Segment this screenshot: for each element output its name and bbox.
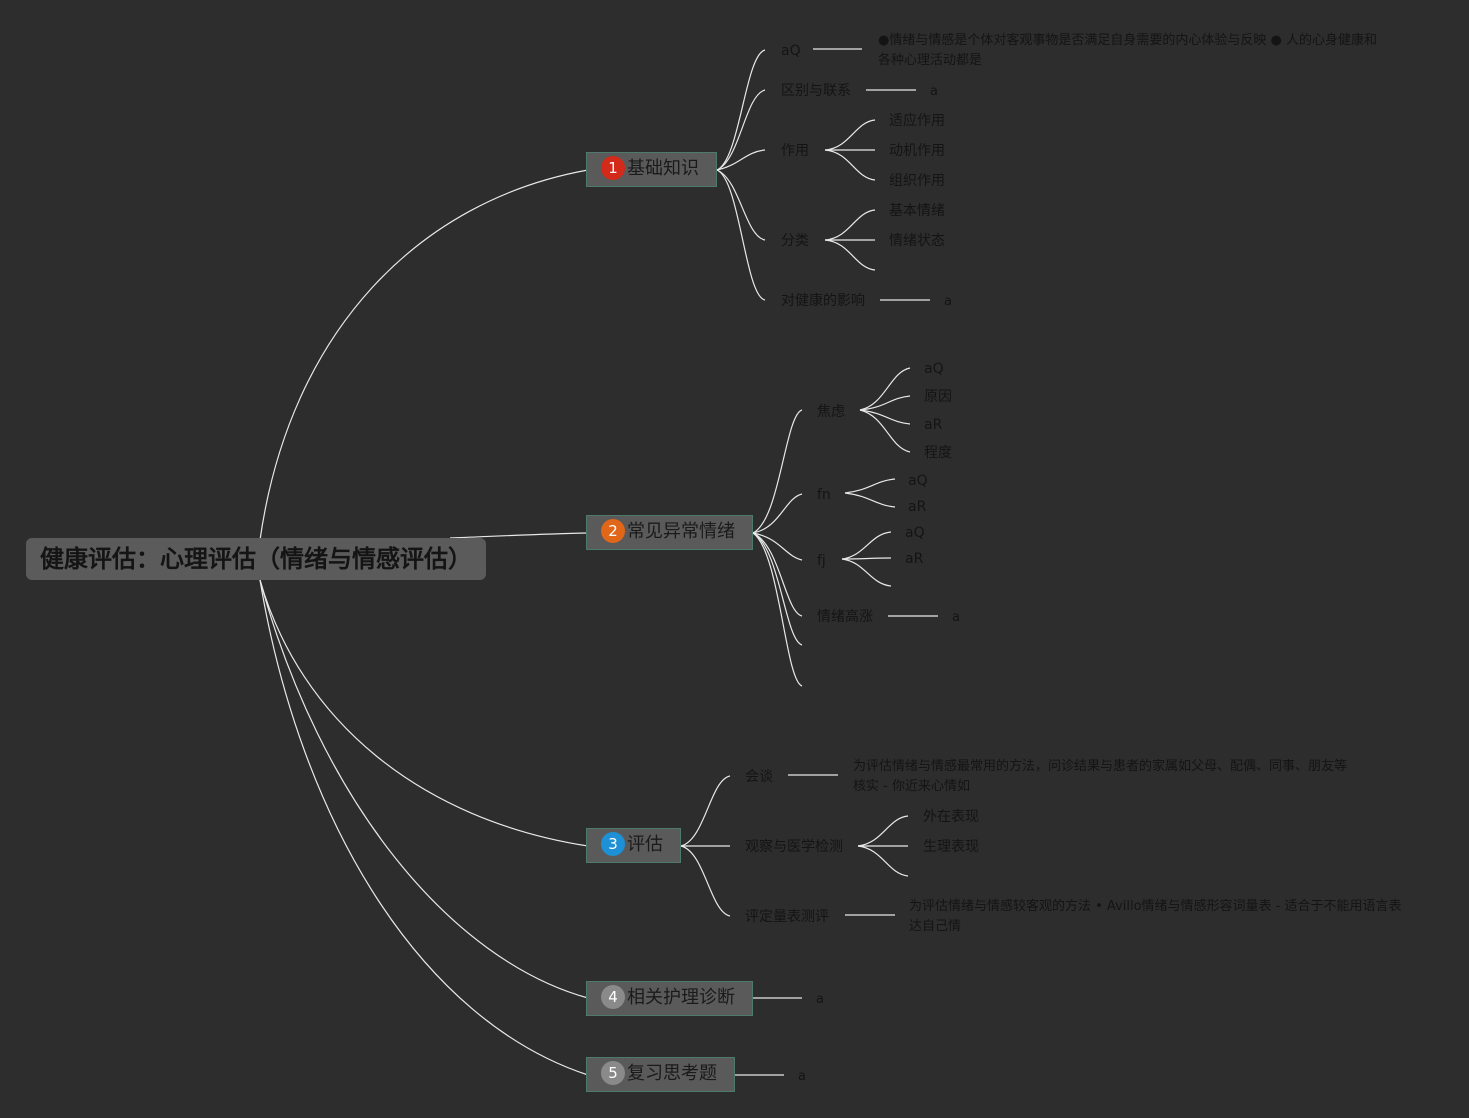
- subtopic-label[interactable]: 原因: [924, 389, 952, 405]
- branch-number-badge: 4: [601, 984, 625, 1009]
- link-guancha-3: [857, 845, 909, 877]
- link-b1-fenlei: [716, 169, 766, 241]
- topic-label[interactable]: 区别与联系: [781, 83, 851, 99]
- branch-number-badge: 2: [601, 518, 625, 543]
- subtopic-label[interactable]: aQ: [905, 525, 925, 541]
- branch-label: 复习思考题: [627, 1063, 717, 1084]
- topic-note: a: [944, 294, 952, 309]
- subtopic-label[interactable]: 程度: [924, 445, 952, 461]
- subtopic-label[interactable]: 生理表现: [923, 839, 979, 855]
- link-fj-1: [841, 531, 892, 560]
- topic-note: a: [816, 992, 824, 1007]
- link-root-b2: [449, 532, 589, 539]
- subtopic-label[interactable]: aQ: [908, 473, 928, 489]
- link-fenlei-3: [824, 239, 876, 271]
- link-root-b5: [259, 579, 589, 1076]
- subtopic-label[interactable]: 基本情绪: [889, 203, 945, 219]
- link-guancha-1: [857, 815, 909, 847]
- topic-label[interactable]: fn: [817, 487, 831, 503]
- link-b2-gaozhang: [752, 532, 803, 617]
- topic-note: a: [952, 610, 960, 625]
- topic-label[interactable]: 对健康的影响: [781, 293, 865, 309]
- link-zuoyong-1: [824, 119, 876, 151]
- link-b1-aq: [716, 49, 766, 171]
- link-b1-qubie: [716, 89, 766, 171]
- subtopic-label[interactable]: aR: [924, 417, 943, 433]
- subtopic-label[interactable]: aR: [908, 499, 927, 515]
- link-root-b1: [259, 169, 589, 541]
- link-b2-empty1: [752, 532, 803, 646]
- link-root-b4: [259, 579, 589, 999]
- link-b3-huitan: [680, 775, 731, 847]
- subtopic-label[interactable]: 情绪状态: [889, 233, 945, 249]
- branch-number-badge: 1: [601, 155, 625, 180]
- topic-note: 为评估情绪与情感最常用的方法，问诊结果与患者的家属如父母、配偶、同事、朋友等核实…: [853, 759, 1348, 794]
- subtopic-label[interactable]: aR: [905, 551, 924, 567]
- link-fj-3: [841, 558, 892, 587]
- link-jiaolv-2: [859, 395, 911, 411]
- topic-note: ●情绪与情感是个体对客观事物是否满足自身需要的内心体验与反映 ● 人的心身健康和…: [878, 33, 1377, 68]
- link-b2-empty2: [752, 532, 803, 687]
- link-jiaolv-3: [859, 409, 911, 425]
- link-jiaolv-4: [859, 409, 911, 453]
- link-b1-zuoyong: [716, 149, 766, 171]
- branch-label: 评估: [627, 834, 663, 855]
- topic-label[interactable]: 焦虑: [817, 404, 845, 420]
- topic-note: a: [798, 1069, 806, 1084]
- branch-number-badge: 5: [601, 1060, 625, 1085]
- subtopic-label[interactable]: aQ: [924, 361, 944, 377]
- topic-label[interactable]: 观察与医学检测: [745, 839, 843, 855]
- link-jiaolv-1: [859, 367, 911, 411]
- link-fenlei-1: [824, 209, 876, 241]
- subtopic-label[interactable]: 适应作用: [889, 113, 945, 129]
- link-b2-fj: [752, 532, 803, 561]
- topic-note: a: [930, 84, 938, 99]
- link-fn-2: [844, 492, 896, 508]
- subtopic-label[interactable]: 组织作用: [889, 173, 945, 189]
- link-b1-yingxiang: [716, 169, 766, 301]
- topic-label[interactable]: 作用: [781, 143, 809, 159]
- link-zuoyong-3: [824, 149, 876, 181]
- branch-label: 相关护理诊断: [627, 987, 735, 1008]
- topic-label[interactable]: 会谈: [745, 769, 773, 785]
- topic-label[interactable]: 评定量表测评: [745, 909, 829, 925]
- topic-note: 为评估情绪与情感较客观的方法 • Avillo情绪与情感形容词量表 - 适合于不…: [909, 899, 1402, 934]
- branch-label: 常见异常情绪: [627, 521, 735, 542]
- topic-label[interactable]: 情绪高涨: [817, 609, 873, 625]
- link-b2-jiaolv: [752, 409, 803, 534]
- topic-label[interactable]: 分类: [781, 233, 809, 249]
- topic-label[interactable]: fj: [817, 553, 826, 569]
- topic-label[interactable]: aQ: [781, 43, 801, 59]
- link-b3-liangbiao: [680, 845, 731, 917]
- branch-label: 基础知识: [627, 158, 699, 179]
- subtopic-label[interactable]: 外在表现: [923, 809, 979, 825]
- branch-number-badge: 3: [601, 831, 625, 856]
- link-b2-fn: [752, 493, 803, 534]
- link-fj-2: [841, 557, 892, 560]
- root-node[interactable]: 健康评估：心理评估（情绪与情感评估）: [26, 538, 486, 580]
- link-fn-1: [844, 478, 896, 494]
- link-root-b3: [259, 579, 589, 847]
- subtopic-label[interactable]: 动机作用: [889, 143, 945, 159]
